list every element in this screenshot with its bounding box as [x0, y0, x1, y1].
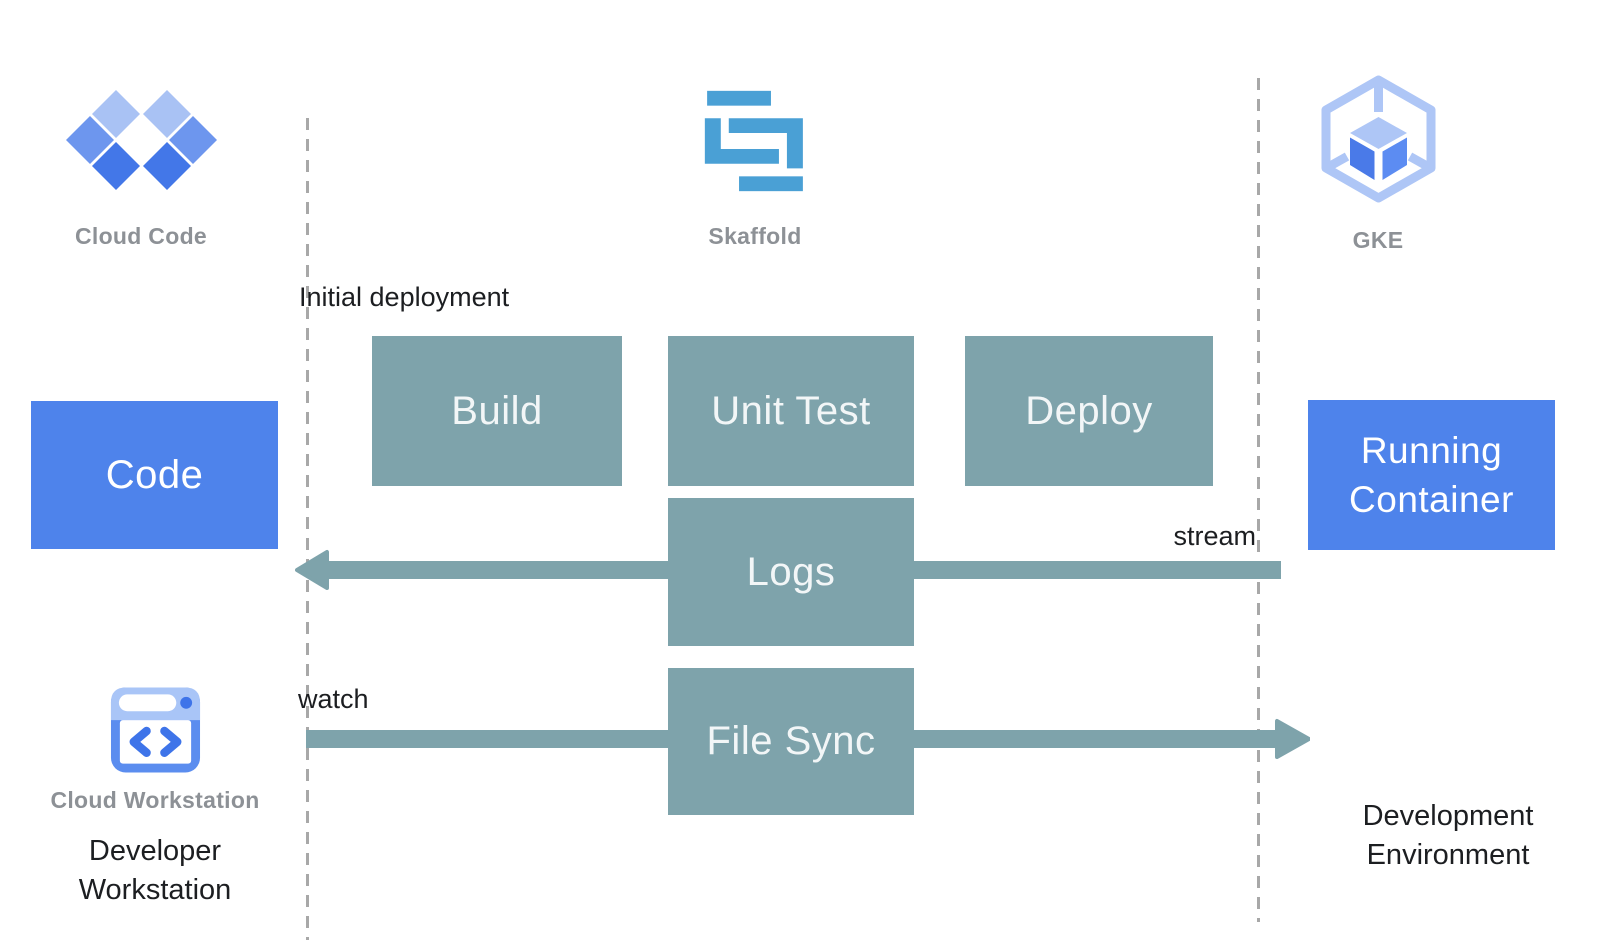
unit-test-box-label: Unit Test [711, 388, 871, 433]
running-container-box: Running Container [1308, 400, 1555, 550]
watch-label: watch [298, 684, 369, 714]
left-boundary-dashed-line [306, 118, 309, 940]
unit-test-box: Unit Test [668, 336, 914, 486]
cloud-workstation-label: Cloud Workstation [50, 787, 260, 813]
development-environment-caption: Development Environment [1362, 800, 1534, 871]
file-sync-box: File Sync [668, 668, 914, 815]
code-box: Code [31, 401, 278, 549]
gke-icon [1321, 75, 1436, 203]
logs-box-label: Logs [746, 549, 836, 594]
stream-label: stream [1173, 521, 1256, 551]
deploy-box-label: Deploy [1025, 388, 1153, 433]
right-boundary-dashed-line [1257, 78, 1260, 922]
build-box-label: Build [451, 388, 543, 433]
running-container-box-label: Running Container [1349, 430, 1514, 520]
developer-workstation-caption: Developer Workstation [78, 835, 232, 906]
skaffold-icon [704, 90, 803, 192]
initial-deployment-label: Initial deployment [299, 282, 510, 312]
logs-box: Logs [668, 498, 914, 646]
cloud-code-icon [66, 90, 217, 190]
deploy-box: Deploy [965, 336, 1213, 486]
file-sync-box-label: File Sync [706, 719, 876, 763]
cloud-workstation-icon [110, 687, 201, 773]
skaffold-label: Skaffold [708, 223, 802, 249]
gke-label: GKE [1352, 227, 1404, 253]
build-box: Build [372, 336, 622, 486]
code-box-label: Code [105, 452, 204, 497]
cloud-code-label: Cloud Code [74, 223, 208, 249]
